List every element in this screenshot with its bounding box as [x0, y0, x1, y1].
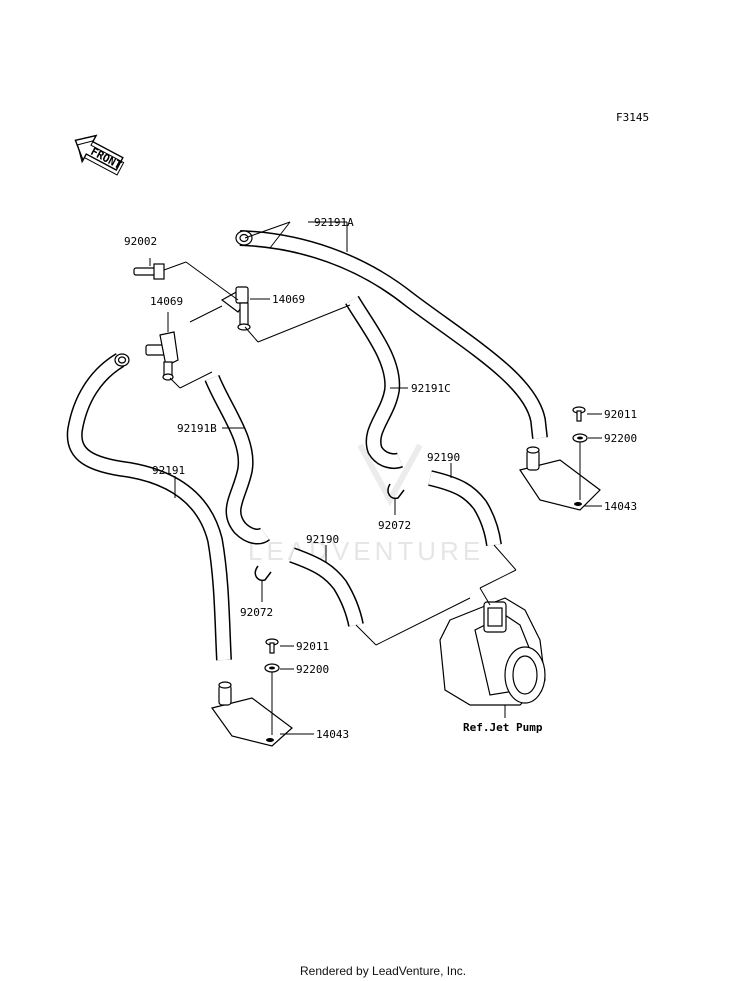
front-arrow-icon: FRONT: [74, 134, 125, 176]
fitting-14069-left-icon: [145, 331, 179, 381]
footer-credit: Rendered by LeadVenture, Inc.: [300, 964, 466, 978]
screw-92011-right-icon: [572, 406, 586, 422]
label-92190-left: 92190: [306, 533, 339, 546]
label-92191C: 92191C: [411, 382, 451, 395]
bracket-14043-left-icon: [210, 681, 293, 747]
label-14043-right: 14043: [604, 500, 637, 513]
clamp-92072-right-icon: [387, 483, 405, 500]
label-ref-jet-pump: Ref.Jet Pump: [463, 721, 543, 734]
label-92002: 92002: [124, 235, 157, 248]
fitting-14069-right-icon: [220, 286, 251, 331]
label-92200-left: 92200: [296, 663, 329, 676]
hose-92191A: [235, 230, 548, 439]
leader-lines: [149, 221, 602, 735]
label-92191B: 92191B: [177, 422, 217, 435]
figure-code: F3145: [616, 111, 649, 124]
clamp-92072-left-icon: [254, 565, 272, 582]
bracket-14043-right-icon: [519, 446, 601, 511]
label-92200-right: 92200: [604, 432, 637, 445]
label-92011-left: 92011: [296, 640, 329, 653]
washer-92200-right-icon: [572, 433, 588, 443]
watermark: LEADVENTURE: [248, 443, 484, 566]
hose-92191: [66, 353, 232, 661]
label-14043-left: 14043: [316, 728, 349, 741]
hose-92190-right: [428, 470, 502, 547]
bolt-92002-icon: [133, 263, 165, 280]
label-92191A: 92191A: [314, 216, 354, 229]
watermark-text: LEADVENTURE: [248, 536, 484, 566]
washer-92200-left-icon: [264, 663, 280, 673]
label-92190-right: 92190: [427, 451, 460, 464]
label-14069-left: 14069: [150, 295, 183, 308]
label-92072-right: 92072: [378, 519, 411, 532]
label-14069-right: 14069: [272, 293, 305, 306]
label-92191: 92191: [152, 464, 185, 477]
jet-pump-icon: [439, 597, 546, 706]
hose-92191B: [204, 374, 270, 545]
label-92072-left: 92072: [240, 606, 273, 619]
screw-92011-left-icon: [265, 638, 279, 654]
hose-92190-left: [289, 547, 364, 627]
hose-92191C: [345, 295, 403, 469]
label-92011-right: 92011: [604, 408, 637, 421]
